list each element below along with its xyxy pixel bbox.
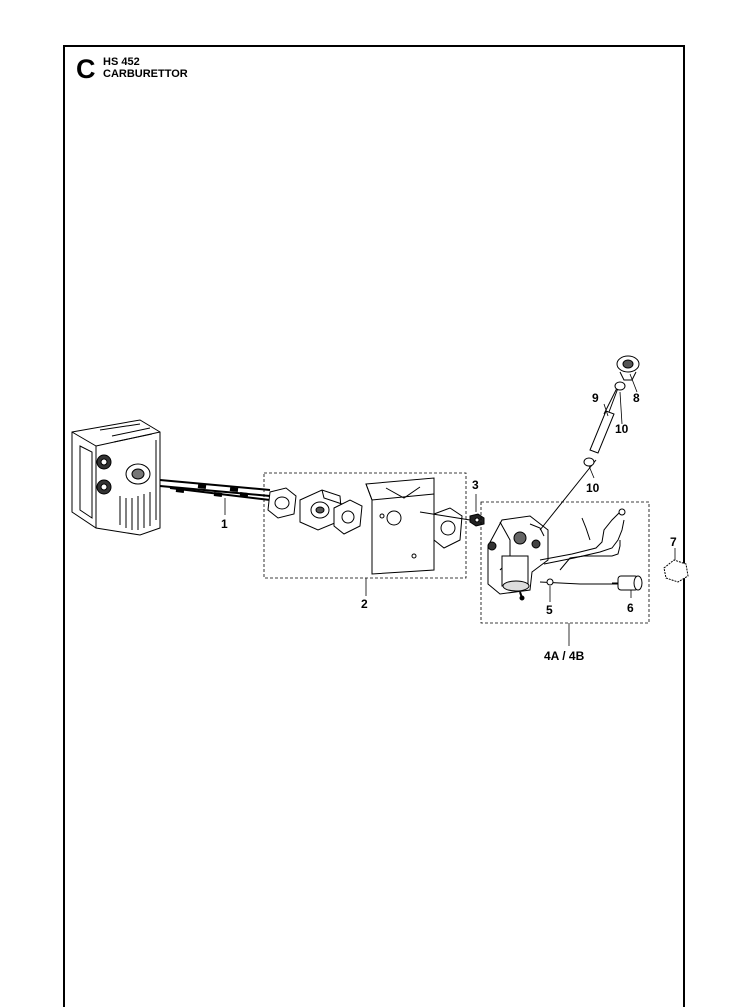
diagram-title: CARBURETTOR [103,68,188,80]
hose-clamp-lower-part [583,457,595,467]
seal-ring-part [663,559,689,583]
callout-6: 6 [627,601,634,615]
cylinder-head-part [71,419,161,536]
callout-10-lower: 10 [586,481,600,495]
group-box-2 [263,472,467,579]
gasket-1-part [267,487,297,519]
fuel-line [539,459,597,531]
nut-part [469,513,485,527]
insulator-part [299,489,343,531]
hose-clamp-upper-part [614,381,626,391]
callout-9: 9 [592,391,599,405]
fuel-filter-part [616,355,640,381]
leader-lines [224,373,676,646]
group-box-4 [480,501,650,624]
heat-shield-part [365,477,435,575]
callout-5: 5 [546,603,553,617]
solenoid-part [612,575,643,591]
callout-2: 2 [361,597,368,611]
gasket-2-part [333,499,363,535]
callout-10-upper: 10 [615,422,629,436]
solenoid-wiring-part [539,508,626,586]
section-letter: C [76,54,96,84]
callout-8: 8 [633,391,640,405]
callout-7: 7 [670,535,677,549]
stud-bolts-part [159,479,271,501]
gasket-3-part [433,507,463,549]
page-frame [63,45,685,1007]
callout-4a-4b: 4A / 4B [544,649,585,663]
callout-3: 3 [472,478,479,492]
model-name: HS 452 [103,56,140,68]
carburettor-part [487,515,549,601]
callout-1: 1 [221,517,228,531]
